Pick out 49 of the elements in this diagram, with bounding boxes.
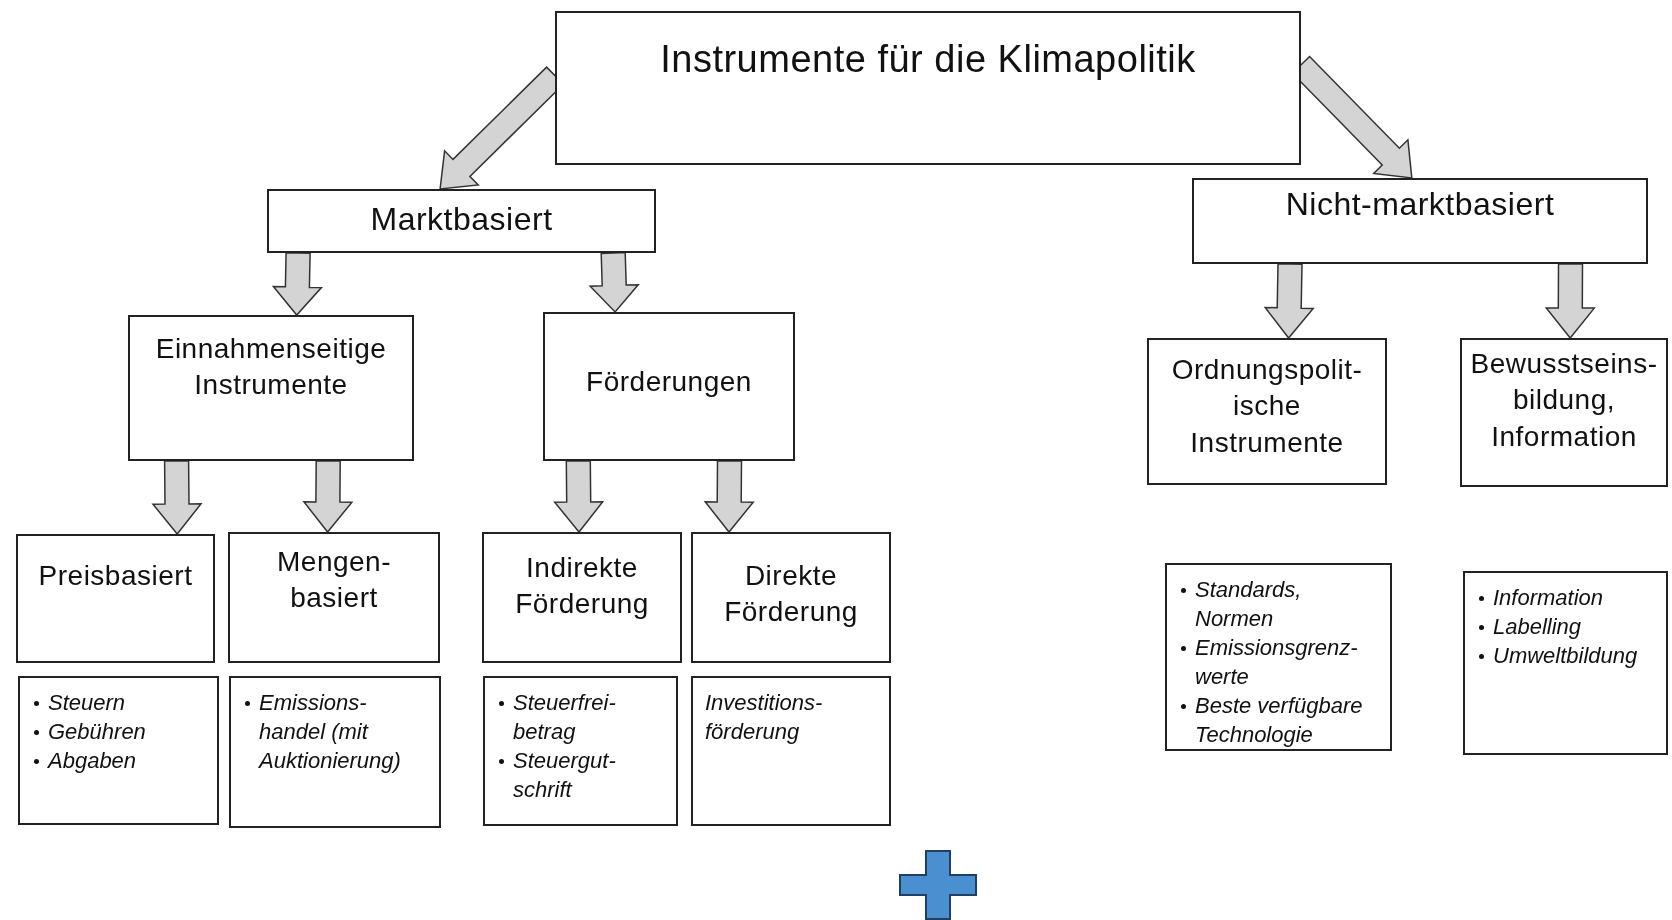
node-label: Marktbasiert xyxy=(369,200,554,239)
instrument-box xyxy=(1460,338,1668,487)
block-arrow xyxy=(271,251,324,317)
instrument-box xyxy=(482,532,682,663)
block-arrow xyxy=(151,460,203,536)
bullet-list-box xyxy=(1165,563,1392,751)
text-box xyxy=(691,676,891,826)
title-box xyxy=(555,11,1301,165)
bullet-list-box xyxy=(483,676,678,826)
bullet-list-box xyxy=(229,676,441,828)
list-item: Information xyxy=(1493,584,1604,612)
node-label: Mengen- basiert xyxy=(276,545,392,616)
list-item: Steuern xyxy=(48,689,126,717)
list-item: Emissions- handel (mit Auktionierung) xyxy=(259,689,402,775)
list-item: Beste verfügbare Technologie xyxy=(1195,692,1364,749)
instrument-box xyxy=(691,532,891,663)
list-item: Standards, Normen xyxy=(1195,576,1303,633)
node-label: Bewusstseins- bildung, Information xyxy=(1469,347,1659,454)
list-item: Emissionsgrenz- werte xyxy=(1195,634,1359,691)
bullet-list-box xyxy=(18,676,219,825)
block-arrow xyxy=(302,460,354,534)
node-label: Einnahmenseitige Instrumente xyxy=(154,332,388,403)
category-box xyxy=(1192,178,1648,264)
list-item: Investitions- förderung xyxy=(705,689,824,746)
list-item: Labelling xyxy=(1493,613,1582,641)
block-arrow xyxy=(588,251,640,314)
category-box xyxy=(267,189,656,253)
list-item: Steuergut- schrift xyxy=(513,747,617,804)
title-text: Instrumente für die Klimapolitik xyxy=(659,37,1197,82)
instrument-box xyxy=(128,315,414,461)
node-label: Förderungen xyxy=(585,365,753,399)
list-item: Umweltbildung xyxy=(1493,642,1638,670)
block-arrow xyxy=(1544,263,1596,340)
block-arrow xyxy=(1263,263,1315,340)
list-item: Gebühren xyxy=(48,718,146,746)
block-arrow xyxy=(703,460,755,534)
instrument-box xyxy=(228,532,440,663)
bullet-list-box xyxy=(1463,571,1668,755)
list-item: Abgaben xyxy=(48,747,137,775)
node-label: Nicht-marktbasiert xyxy=(1284,185,1556,224)
block-arrow xyxy=(553,460,605,534)
instrument-box xyxy=(543,312,795,461)
instrument-box xyxy=(1147,338,1387,485)
node-label: Direkte Förderung xyxy=(723,559,859,630)
list-item: Steuerfrei- betrag xyxy=(513,689,617,746)
node-label: Ordnungspolit- ische Instrumente xyxy=(1170,353,1364,460)
instrument-box xyxy=(16,534,215,663)
node-label: Preisbasiert xyxy=(37,559,194,593)
node-label: Indirekte Förderung xyxy=(514,551,650,622)
